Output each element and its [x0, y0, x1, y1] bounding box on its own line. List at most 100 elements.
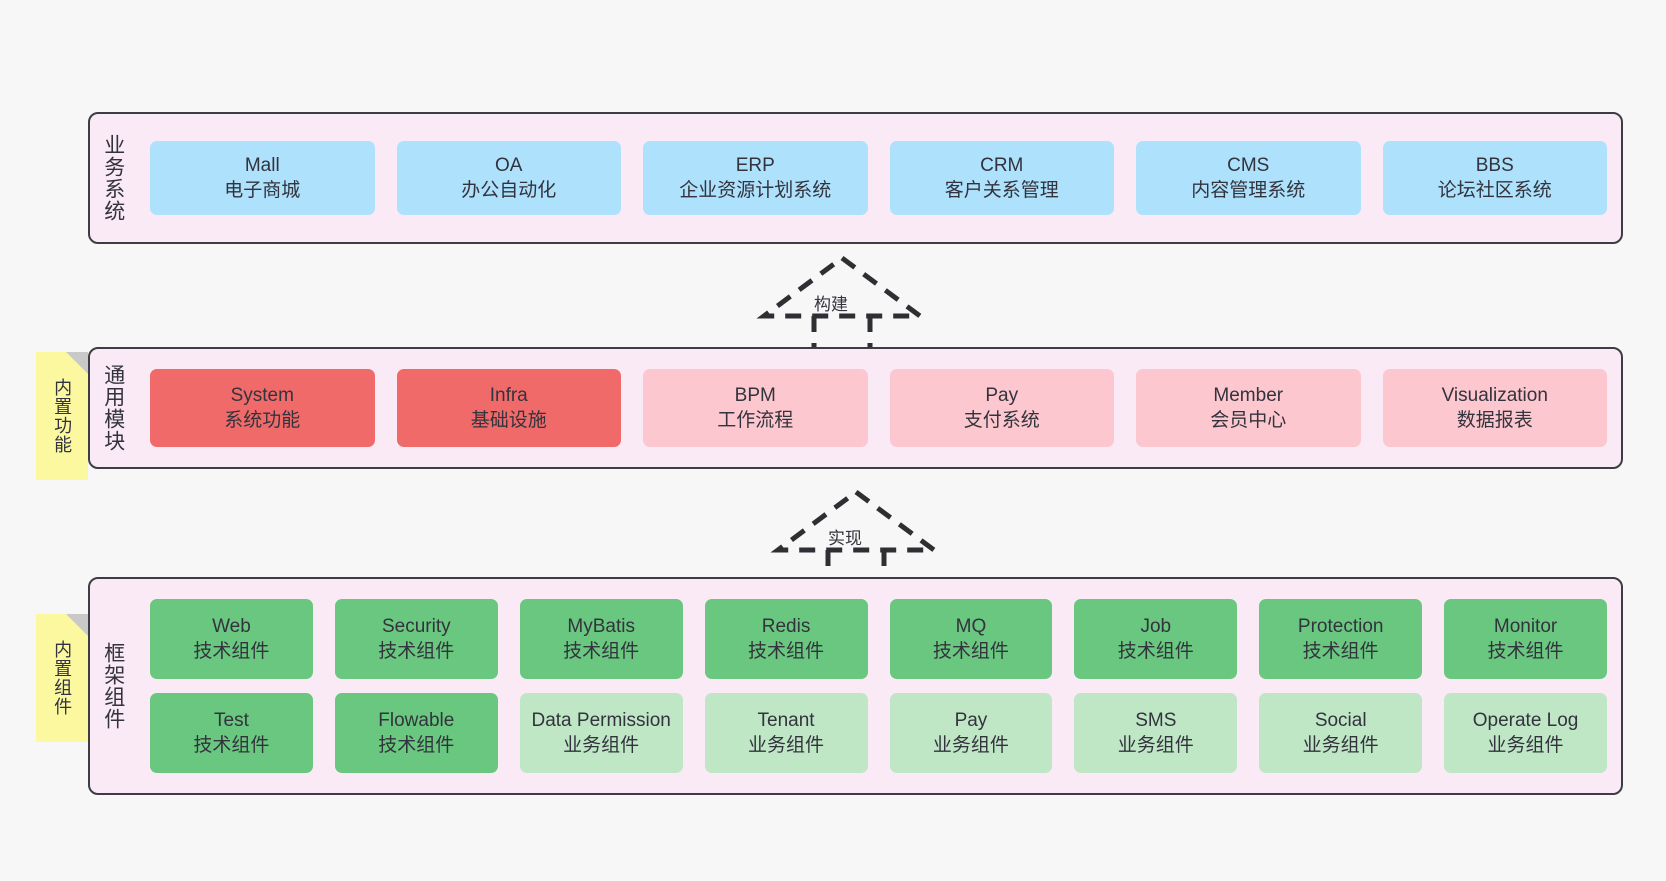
- card-tenant[interactable]: Tenant 业务组件: [704, 693, 868, 773]
- card-operate-log-cn: 业务组件: [1487, 735, 1564, 756]
- card-web-en: Web: [212, 615, 251, 637]
- card-oa-cn: 办公自动化: [461, 180, 557, 201]
- card-cms[interactable]: CMS 内容管理系统: [1136, 141, 1361, 215]
- card-web-cn: 技术组件: [193, 641, 270, 662]
- card-tenant-cn: 业务组件: [748, 735, 825, 756]
- layer-framework-components: 框架组件 Web 技术组件 Security 技术组件 MyBatis 技术组件…: [88, 577, 1623, 795]
- framework-tech-row: Web 技术组件 Security 技术组件 MyBatis 技术组件 Redi…: [150, 599, 1607, 679]
- card-crm[interactable]: CRM 客户关系管理: [889, 141, 1114, 215]
- card-crm-en: CRM: [980, 154, 1024, 176]
- card-visualization-en: Visualization: [1441, 384, 1548, 406]
- card-system[interactable]: System 系统功能: [150, 369, 375, 447]
- card-member-en: Member: [1213, 384, 1284, 406]
- connector-build-arrow-icon: [756, 254, 928, 348]
- card-security-cn: 技术组件: [378, 641, 455, 662]
- card-job[interactable]: Job 技术组件: [1074, 599, 1238, 679]
- card-erp-cn: 企业资源计划系统: [679, 180, 832, 201]
- card-member-cn: 会员中心: [1210, 410, 1287, 431]
- card-pay-module[interactable]: Pay 支付系统: [889, 369, 1114, 447]
- note-built-in-components-label: 内置组件: [52, 640, 73, 716]
- card-web[interactable]: Web 技术组件: [150, 599, 313, 679]
- card-protection-cn: 技术组件: [1302, 641, 1379, 662]
- card-mall-cn: 电子商城: [224, 180, 301, 201]
- card-social-cn: 业务组件: [1302, 735, 1379, 756]
- card-sms[interactable]: SMS 业务组件: [1074, 693, 1238, 773]
- card-social-en: Social: [1314, 709, 1367, 731]
- card-member[interactable]: Member 会员中心: [1136, 369, 1361, 447]
- card-cms-cn: 内容管理系统: [1191, 180, 1306, 201]
- card-oa-en: OA: [495, 154, 523, 176]
- card-test-cn: 技术组件: [193, 735, 270, 756]
- card-erp[interactable]: ERP 企业资源计划系统: [643, 141, 868, 215]
- card-tenant-en: Tenant: [757, 709, 815, 731]
- card-bpm-en: BPM: [734, 384, 776, 406]
- card-test-en: Test: [214, 709, 249, 731]
- note-built-in-features: 内置功能: [36, 352, 88, 480]
- card-pay-component-cn: 业务组件: [932, 735, 1009, 756]
- card-job-en: Job: [1140, 615, 1172, 637]
- card-operate-log[interactable]: Operate Log 业务组件: [1444, 693, 1607, 773]
- connector-implement: 实现: [766, 486, 946, 582]
- framework-business-row: Test 技术组件 Flowable 技术组件 Data Permission …: [150, 693, 1607, 773]
- card-sms-cn: 业务组件: [1117, 735, 1194, 756]
- card-bpm[interactable]: BPM 工作流程: [643, 369, 868, 447]
- card-redis[interactable]: Redis 技术组件: [704, 599, 868, 679]
- card-mall[interactable]: Mall 电子商城: [150, 141, 375, 215]
- card-mall-en: Mall: [244, 154, 280, 176]
- layer-business-system: 业务系统 Mall 电子商城 OA 办公自动化 ERP 企业资源计划系统 CRM…: [88, 112, 1623, 244]
- card-security[interactable]: Security 技术组件: [334, 599, 498, 679]
- card-mybatis-cn: 技术组件: [563, 641, 640, 662]
- connector-implement-label: 实现: [828, 529, 862, 548]
- card-test[interactable]: Test 技术组件: [150, 693, 313, 773]
- card-flowable-en: Flowable: [378, 709, 455, 731]
- card-operate-log-en: Operate Log: [1472, 709, 1579, 731]
- card-visualization[interactable]: Visualization 数据报表: [1382, 369, 1607, 447]
- card-mybatis[interactable]: MyBatis 技术组件: [519, 599, 683, 679]
- card-cms-en: CMS: [1227, 154, 1270, 176]
- layer-framework-components-title: 框架组件: [101, 642, 125, 730]
- card-monitor-cn: 技术组件: [1487, 641, 1564, 662]
- card-job-cn: 技术组件: [1117, 641, 1194, 662]
- card-monitor[interactable]: Monitor 技术组件: [1444, 599, 1607, 679]
- card-social[interactable]: Social 业务组件: [1259, 693, 1423, 773]
- card-system-en: System: [230, 384, 294, 406]
- card-infra[interactable]: Infra 基础设施: [396, 369, 621, 447]
- layer-business-system-body: Mall 电子商城 OA 办公自动化 ERP 企业资源计划系统 CRM 客户关系…: [136, 114, 1621, 242]
- layer-framework-components-body: Web 技术组件 Security 技术组件 MyBatis 技术组件 Redi…: [136, 579, 1621, 793]
- card-pay-module-en: Pay: [985, 384, 1019, 406]
- card-security-en: Security: [381, 615, 451, 637]
- card-data-permission-cn: 业务组件: [563, 735, 640, 756]
- card-protection-en: Protection: [1297, 615, 1384, 637]
- card-infra-cn: 基础设施: [470, 410, 547, 431]
- card-infra-en: Infra: [489, 384, 528, 406]
- card-mq-en: MQ: [955, 615, 987, 637]
- card-visualization-cn: 数据报表: [1456, 410, 1533, 431]
- connector-build-label: 构建: [814, 295, 848, 314]
- card-erp-en: ERP: [735, 154, 775, 176]
- card-data-permission-en: Data Permission: [531, 709, 671, 731]
- card-pay-component-en: Pay: [954, 709, 988, 731]
- card-redis-en: Redis: [761, 615, 811, 637]
- card-sms-en: SMS: [1135, 709, 1177, 731]
- card-data-permission[interactable]: Data Permission 业务组件: [519, 693, 683, 773]
- card-bbs-cn: 论坛社区系统: [1437, 180, 1552, 201]
- note-fold-corner-icon: [66, 614, 88, 636]
- card-mq-cn: 技术组件: [932, 641, 1009, 662]
- business-card-row: Mall 电子商城 OA 办公自动化 ERP 企业资源计划系统 CRM 客户关系…: [150, 141, 1607, 215]
- layer-common-modules: 通用模块 System 系统功能 Infra 基础设施 BPM 工作流程 Pay…: [88, 347, 1623, 469]
- modules-card-row: System 系统功能 Infra 基础设施 BPM 工作流程 Pay 支付系统…: [150, 369, 1607, 447]
- card-bbs-en: BBS: [1475, 154, 1514, 176]
- card-protection[interactable]: Protection 技术组件: [1259, 599, 1423, 679]
- card-monitor-en: Monitor: [1493, 615, 1558, 637]
- card-oa[interactable]: OA 办公自动化: [396, 141, 621, 215]
- card-mq[interactable]: MQ 技术组件: [889, 599, 1053, 679]
- card-bpm-cn: 工作流程: [717, 410, 794, 431]
- connector-implement-arrow-icon: [770, 488, 942, 582]
- card-bbs[interactable]: BBS 论坛社区系统: [1382, 141, 1607, 215]
- note-built-in-features-label: 内置功能: [52, 378, 73, 454]
- card-system-cn: 系统功能: [224, 410, 301, 431]
- note-fold-corner-icon: [66, 352, 88, 374]
- card-pay-component[interactable]: Pay 业务组件: [889, 693, 1053, 773]
- layer-business-system-title: 业务系统: [101, 134, 125, 222]
- card-flowable[interactable]: Flowable 技术组件: [334, 693, 498, 773]
